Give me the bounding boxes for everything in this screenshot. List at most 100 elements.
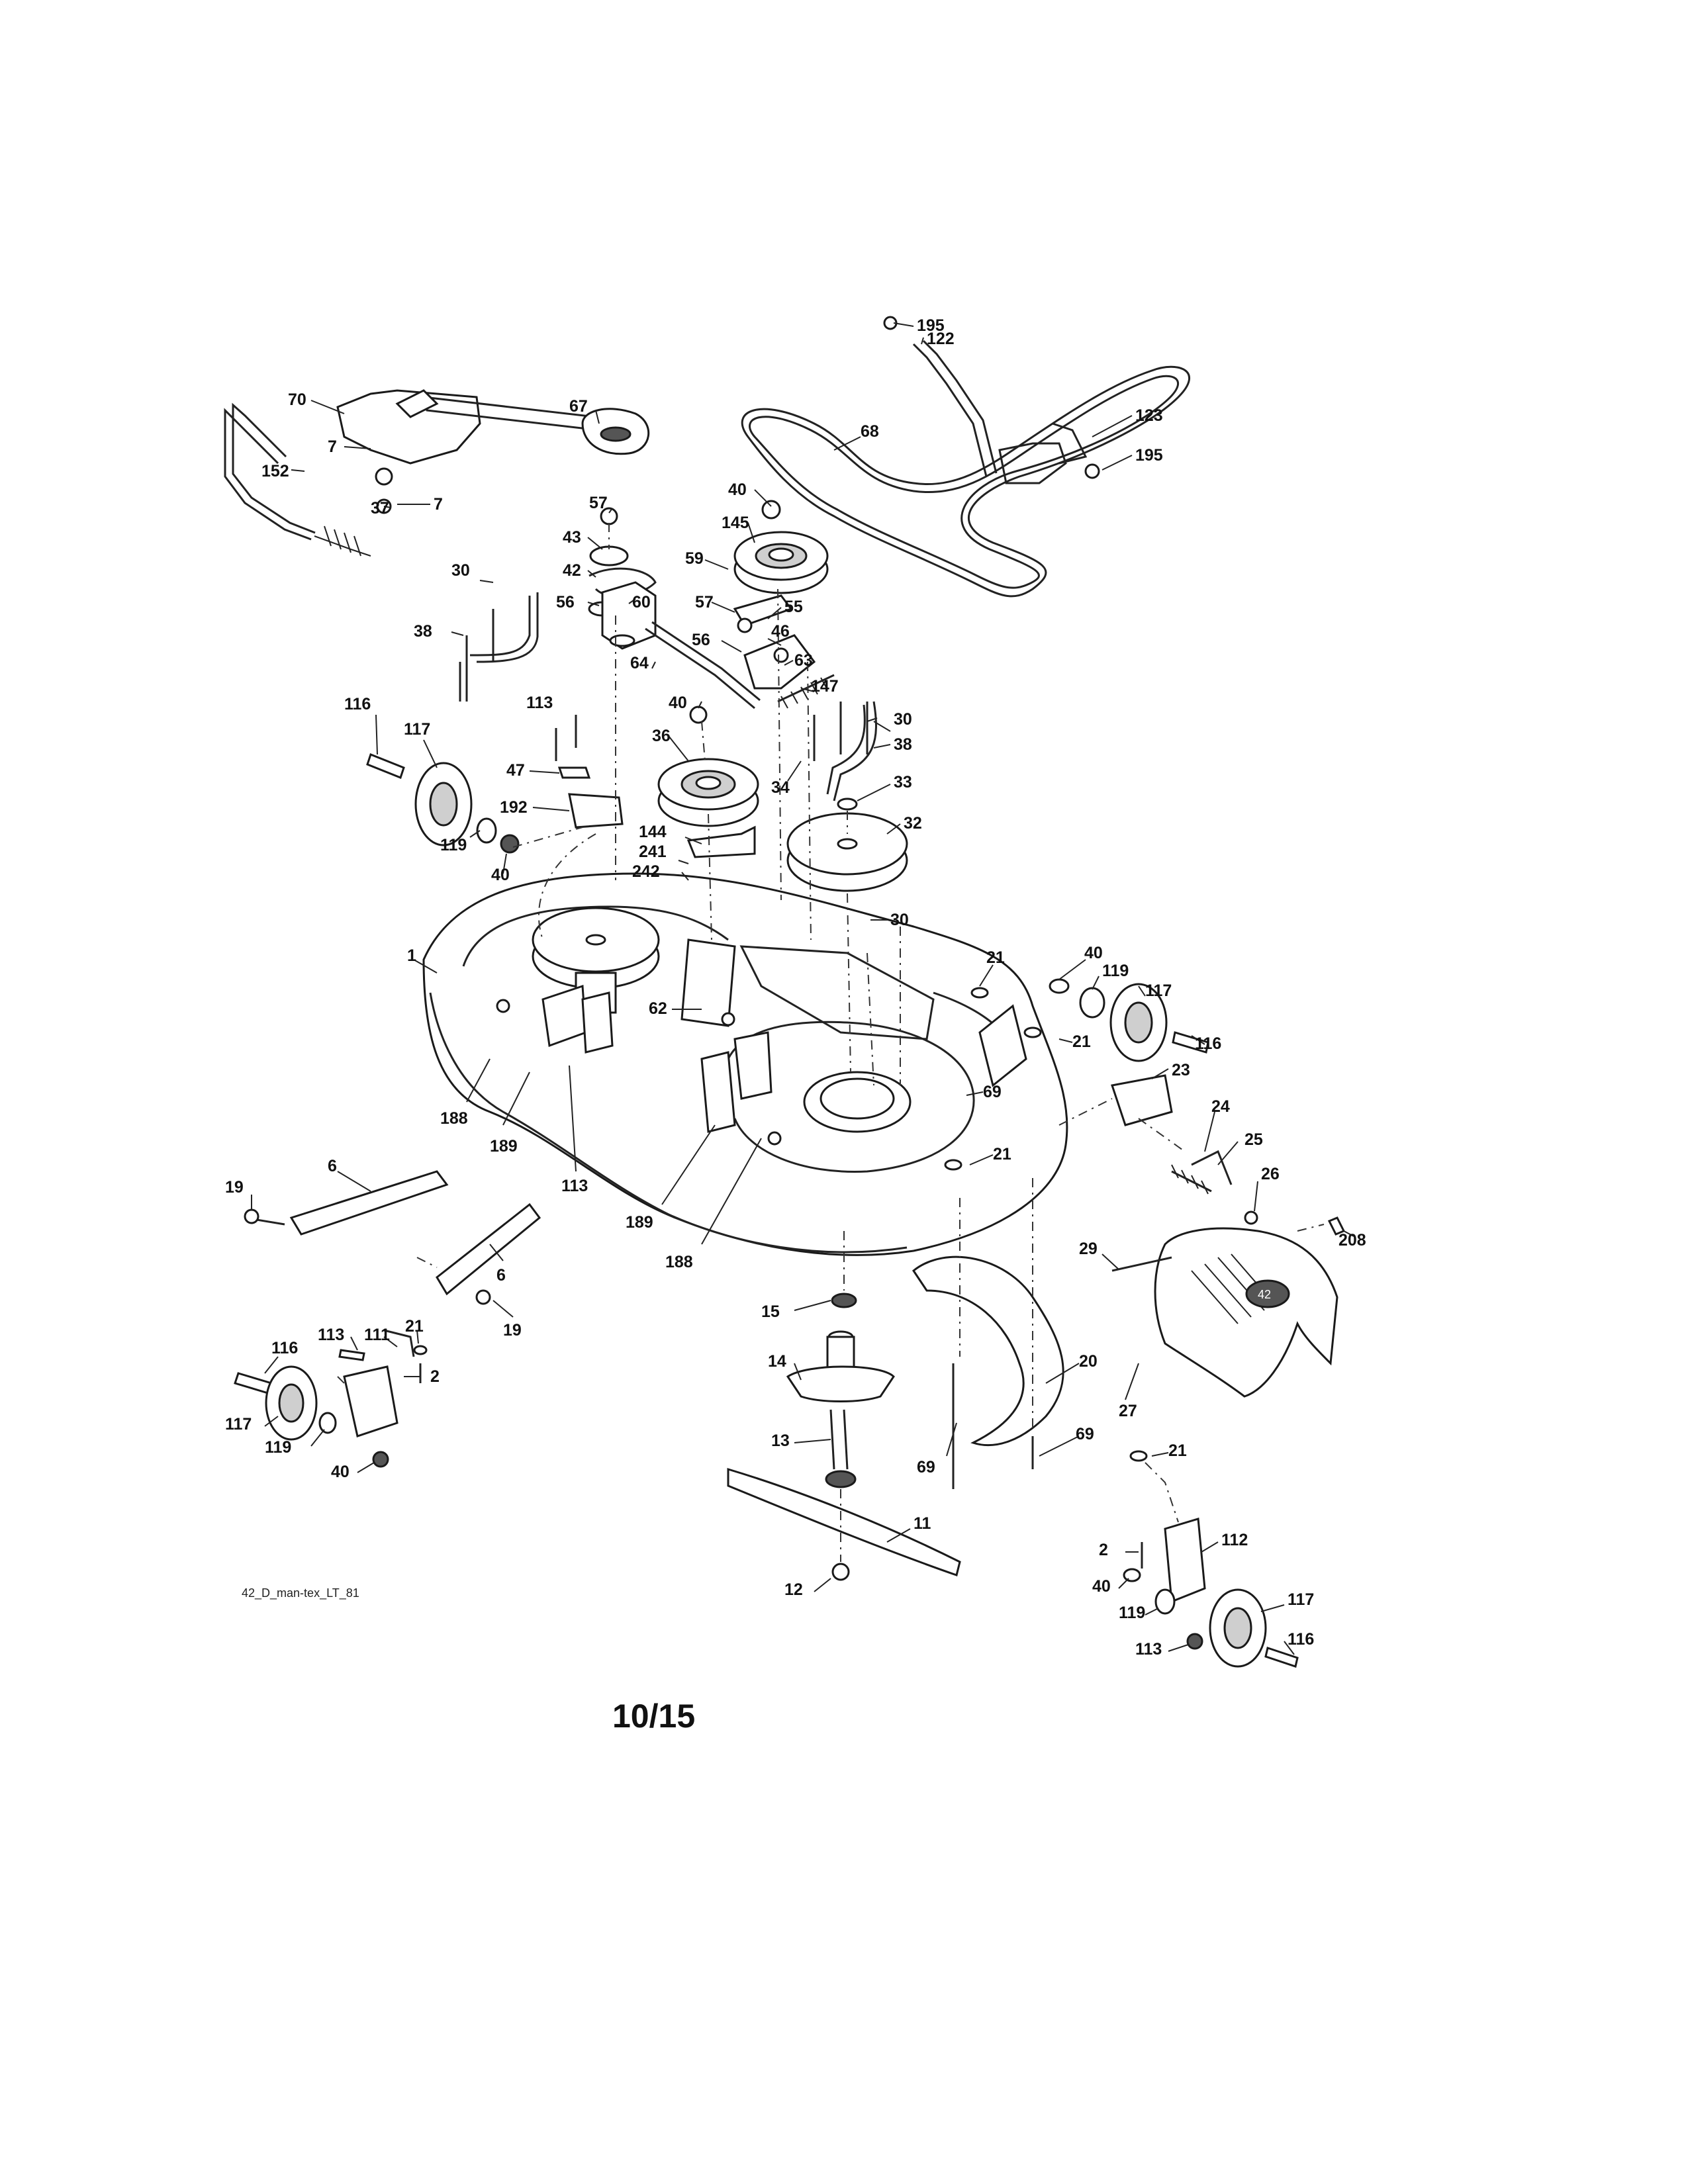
- callout-label: 43: [563, 528, 581, 547]
- callout-label: 117: [404, 720, 430, 739]
- gauge-wheel-right-top: [1049, 978, 1209, 1062]
- callout-label: 116: [1288, 1630, 1314, 1649]
- callout-label: 112: [1221, 1531, 1248, 1549]
- callout-label: 30: [451, 561, 470, 580]
- callout-label: 113: [318, 1326, 344, 1344]
- callout-label: 68: [861, 422, 879, 441]
- gauge-wheel-top-left: [366, 753, 520, 854]
- callout-label: 188: [665, 1253, 693, 1271]
- callout-label: 67: [569, 397, 588, 416]
- callout-label: 36: [652, 727, 671, 745]
- pulley-32: [786, 797, 908, 892]
- callout-label: 70: [288, 390, 306, 409]
- callout-label: 152: [261, 462, 289, 480]
- callout-label: 40: [331, 1463, 350, 1481]
- callout-label: 57: [589, 494, 608, 512]
- callout-label: 30: [890, 911, 909, 929]
- callout-label: 42: [563, 561, 581, 580]
- callout-label: 46: [771, 622, 790, 641]
- reference-code: 42_D_man-tex_LT_81: [242, 1586, 359, 1600]
- callout-label: 37: [371, 499, 389, 518]
- callout-label: 6: [328, 1157, 337, 1175]
- callout-label: 32: [904, 814, 922, 833]
- callout-label: 113: [526, 694, 553, 712]
- belt-guard-rods: [912, 340, 1088, 484]
- callout-label: 69: [1076, 1425, 1094, 1443]
- callout-label: 14: [768, 1352, 786, 1371]
- callout-label: 47: [506, 761, 525, 780]
- callout-label: 15: [761, 1302, 780, 1321]
- deck-brackets: [496, 984, 782, 1146]
- support-38-left: [459, 592, 539, 702]
- callout-label: 40: [669, 694, 687, 712]
- callout-label: 242: [632, 862, 660, 881]
- page-number: 10/15: [612, 1698, 695, 1735]
- callout-label: 195: [1135, 446, 1163, 465]
- callout-label: 21: [986, 948, 1005, 967]
- callout-label: 119: [1119, 1604, 1145, 1622]
- callout-label: 192: [500, 798, 528, 817]
- callout-label: 116: [1195, 1034, 1221, 1053]
- callout-label: 147: [811, 677, 839, 696]
- callout-label: 13: [771, 1432, 790, 1450]
- gauge-wheel-bottom-left: [234, 1329, 428, 1468]
- bracket-47-192: [555, 715, 624, 829]
- callout-label: 11: [914, 1514, 931, 1533]
- callout-label: 56: [692, 631, 710, 649]
- callout-label: 21: [405, 1317, 424, 1336]
- callout-label: 69: [983, 1083, 1002, 1101]
- callout-label: 6: [496, 1266, 506, 1285]
- callout-label: 55: [784, 598, 803, 616]
- callout-label: 40: [491, 866, 510, 884]
- callout-label: 21: [1072, 1032, 1091, 1051]
- callout-label: 1: [407, 946, 416, 965]
- deck-right-brackets: [944, 987, 1042, 1171]
- callout-label: 38: [414, 622, 432, 641]
- anti-scalp-bars: [244, 1170, 541, 1305]
- support-38-right: [813, 701, 877, 801]
- callout-label: 40: [1092, 1577, 1111, 1596]
- callout-label: 2: [1099, 1541, 1108, 1559]
- callout-label: 119: [265, 1438, 291, 1457]
- callout-label: 20: [1079, 1352, 1098, 1371]
- callout-label: 116: [271, 1339, 298, 1357]
- callout-label: 113: [1135, 1640, 1162, 1659]
- assembly-lines: [337, 523, 1325, 1562]
- callout-label: 122: [927, 330, 955, 348]
- callout-label: 117: [1145, 981, 1172, 1000]
- callout-label: 208: [1338, 1231, 1366, 1250]
- callout-label: 26: [1261, 1165, 1280, 1183]
- chute-bracket-springs: [1111, 1074, 1258, 1225]
- discharge-chute: 42: [1111, 1216, 1346, 1398]
- callout-label: 56: [556, 593, 575, 612]
- callout-label: 64: [630, 654, 649, 672]
- callout-label: 188: [440, 1109, 468, 1128]
- callout-label: 111: [364, 1326, 390, 1344]
- callout-label: 7: [434, 495, 443, 514]
- callout-label: 62: [649, 999, 667, 1018]
- callout-label: 24: [1211, 1097, 1230, 1116]
- callout-label: 116: [344, 695, 371, 713]
- callout-label: 123: [1135, 406, 1163, 425]
- callout-label: 27: [1119, 1402, 1137, 1420]
- callout-label: 145: [722, 514, 749, 532]
- callout-label: 7: [328, 437, 337, 456]
- callout-label: 57: [695, 593, 714, 612]
- callout-labels: 195 122 70 67 68 123 195 7 152 7 37 40 5…: [225, 316, 1366, 1659]
- callout-label: 34: [771, 778, 790, 797]
- drive-belt: [741, 365, 1190, 598]
- callout-label: 38: [894, 735, 912, 754]
- callout-label: 33: [894, 773, 912, 792]
- callout-label: 19: [503, 1321, 522, 1340]
- callout-label: 144: [639, 823, 667, 841]
- callout-label: 30: [894, 710, 912, 729]
- callout-label: 21: [993, 1145, 1011, 1163]
- callout-label: 40: [1084, 944, 1103, 962]
- callout-label: 69: [917, 1458, 935, 1477]
- clutch-handle-67: [581, 408, 650, 455]
- callout-label: 117: [1288, 1590, 1314, 1609]
- deck-spindle-pulley-left: [532, 907, 660, 1014]
- baffle-20: [912, 1255, 1064, 1489]
- discharge-badge-text: 42: [1258, 1288, 1271, 1301]
